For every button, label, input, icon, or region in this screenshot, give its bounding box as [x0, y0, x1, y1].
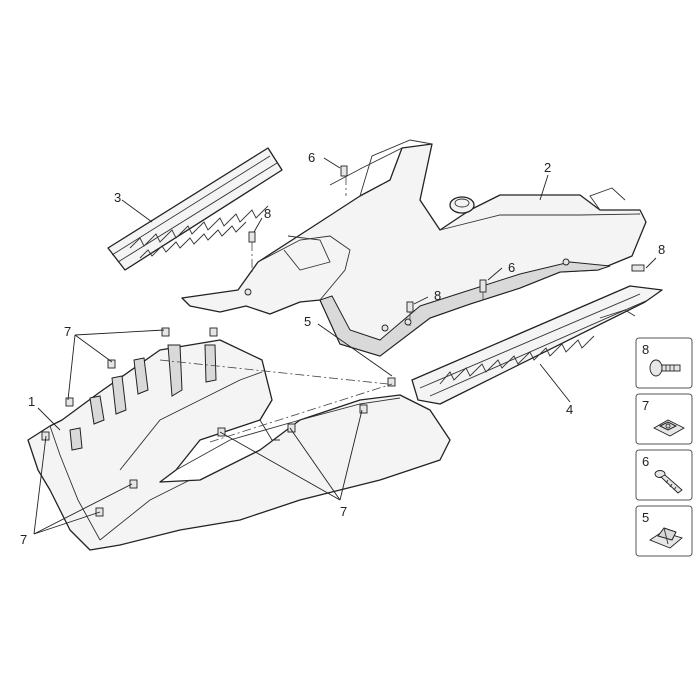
- leader-lines: [33, 157, 657, 535]
- part-2-floor-frame: [181, 139, 647, 357]
- part-4-heat-shield: [411, 285, 663, 405]
- clip-7-h: [217, 427, 226, 437]
- legend-label-6: 6: [642, 454, 649, 469]
- callouts: 1 2 3 4 5 6 6 7 7 7 8 8 8: [20, 150, 665, 547]
- screw-icon: [649, 359, 681, 377]
- assembly-lines: [159, 176, 484, 443]
- bolt-6-top: [340, 165, 348, 177]
- part-1-belly-pan: [27, 339, 451, 551]
- screw-8-mid: [406, 301, 414, 313]
- callout-7-lower-left: 7: [20, 532, 27, 547]
- spring-clip-icon: [649, 527, 683, 549]
- callout-1: 1: [28, 394, 35, 409]
- callout-8-right: 8: [658, 242, 665, 257]
- hardware-legend: 8 7 6: [635, 337, 693, 557]
- legend-item-7: 7: [635, 393, 693, 445]
- callout-7-bottom: 7: [340, 504, 347, 519]
- callout-6-top: 6: [308, 150, 315, 165]
- clip-7-b: [107, 359, 116, 369]
- clip-7-j: [359, 404, 368, 414]
- bolt-icon: [654, 470, 683, 494]
- callout-4: 4: [566, 402, 573, 417]
- fasteners: [41, 165, 645, 517]
- callout-5: 5: [304, 314, 311, 329]
- screw-8-left: [248, 231, 256, 243]
- part-3-heat-shield: [107, 147, 283, 271]
- legend-item-5: 5: [635, 505, 693, 557]
- callout-6-mid: 6: [508, 260, 515, 275]
- legend-item-6: 6: [635, 449, 693, 501]
- clip-7-i: [287, 423, 296, 433]
- clip-7-a: [65, 397, 74, 407]
- clip-7-g: [129, 479, 138, 489]
- legend-label-8: 8: [642, 342, 649, 357]
- clip-nut-icon: [653, 419, 685, 437]
- bolt-6-mid: [479, 279, 487, 293]
- callout-3: 3: [114, 190, 121, 205]
- legend-label-5: 5: [642, 510, 649, 525]
- clip-7-d: [209, 327, 218, 337]
- clip-7-c: [161, 327, 170, 337]
- spring-clip-5: [387, 377, 396, 387]
- callout-8-left: 8: [264, 206, 271, 221]
- screw-8-right: [631, 264, 645, 272]
- callout-8-mid: 8: [434, 288, 441, 303]
- legend-label-7: 7: [642, 398, 649, 413]
- callout-2: 2: [544, 160, 551, 175]
- callout-7-upper-left: 7: [64, 324, 71, 339]
- legend-item-8: 8: [635, 337, 693, 389]
